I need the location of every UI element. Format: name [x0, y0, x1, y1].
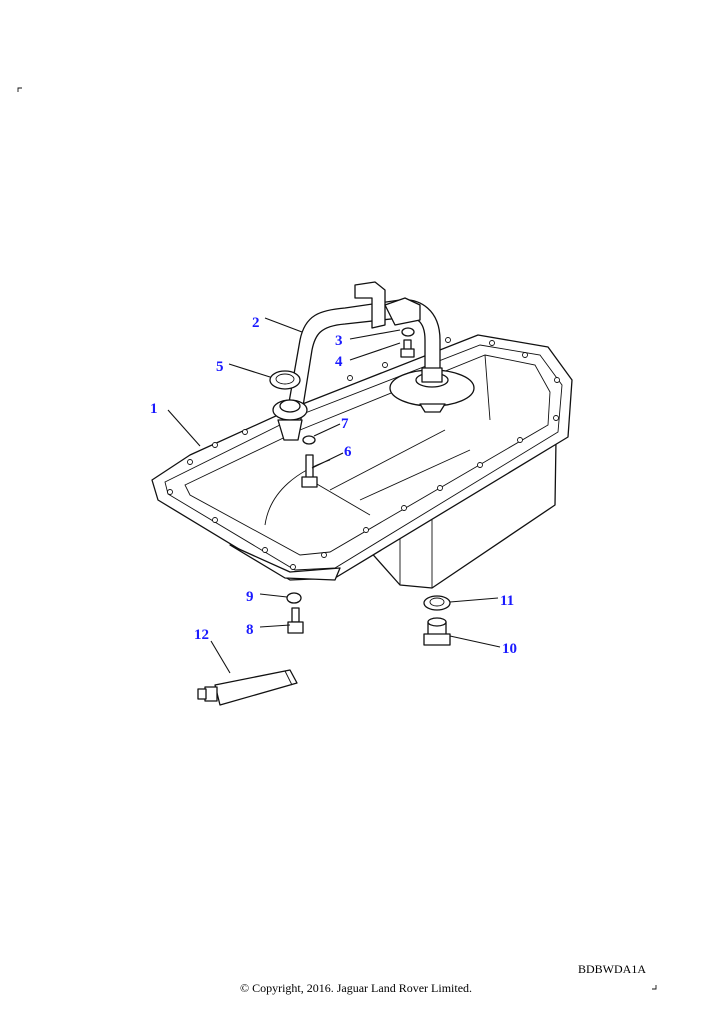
drain-plug-washer [423, 595, 451, 611]
oil-pickup-pipe [272, 281, 475, 441]
drain-plug [423, 617, 451, 646]
crop-mark [652, 985, 657, 990]
leader-lines [167, 317, 501, 674]
callout-5: 5 [216, 359, 224, 375]
callout-6: 6 [344, 444, 352, 460]
callout-11: 11 [500, 593, 514, 609]
crop-mark [17, 87, 22, 92]
bolt-small [287, 607, 304, 634]
callout-3: 3 [335, 333, 343, 349]
stud [400, 339, 415, 358]
callout-12: 12 [194, 627, 209, 643]
oil-sump-pan [151, 334, 573, 589]
washer-small [286, 592, 302, 604]
copyright-notice: © Copyright, 2016. Jaguar Land Rover Lim… [239, 981, 473, 995]
callout-2: 2 [252, 315, 260, 331]
callout-8: 8 [246, 622, 254, 638]
callout-7: 7 [341, 416, 349, 432]
o-ring-seal [269, 370, 301, 390]
callout-1: 1 [150, 401, 158, 417]
callout-9: 9 [246, 589, 254, 605]
callout-4: 4 [335, 354, 343, 370]
nut [401, 327, 415, 337]
washer [302, 435, 316, 445]
illustration-code: BDBWDA1A [578, 962, 646, 976]
callout-10: 10 [502, 641, 517, 657]
sealant-tube [197, 669, 298, 706]
